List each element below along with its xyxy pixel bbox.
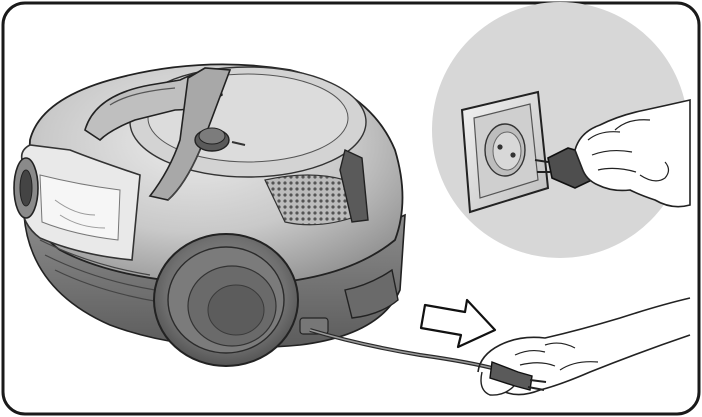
inset-detail <box>432 2 690 258</box>
